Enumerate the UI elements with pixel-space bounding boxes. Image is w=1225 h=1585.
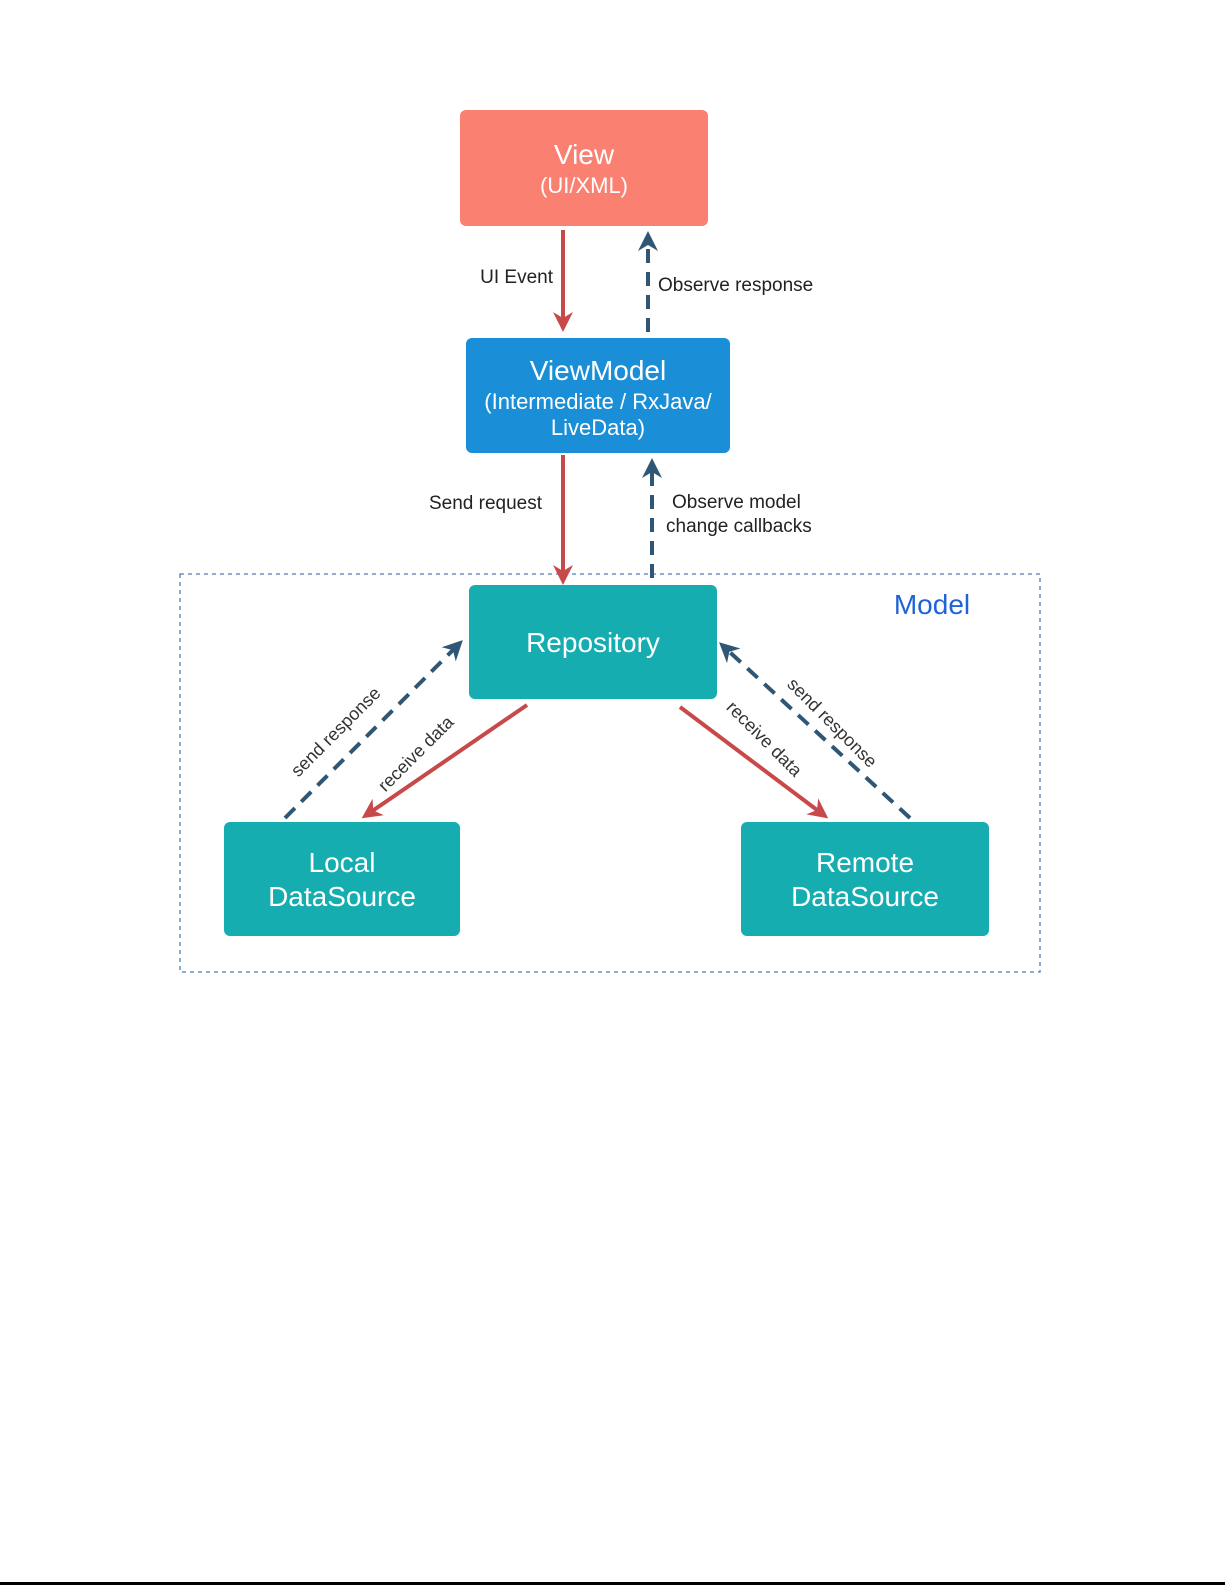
viewmodel-subtitle-line1: (Intermediate / RxJava/	[484, 389, 712, 414]
viewmodel-title: ViewModel	[530, 355, 666, 386]
view-subtitle: (UI/XML)	[540, 173, 628, 198]
local-datasource-line2: DataSource	[268, 881, 416, 912]
edge-send-request: Send request	[429, 455, 563, 581]
local-datasource-line1: Local	[309, 847, 376, 878]
model-group-label: Model	[894, 589, 970, 620]
edge-remote-receive-data: receive data	[680, 697, 825, 816]
node-viewmodel: ViewModel (Intermediate / RxJava/ LiveDa…	[466, 338, 730, 453]
edge-observe-response: Observe response	[648, 235, 813, 332]
edge-local-receive-data: receive data	[365, 705, 527, 816]
repository-title: Repository	[526, 627, 660, 658]
remote-datasource-box	[741, 822, 989, 936]
remote-datasource-line2: DataSource	[791, 881, 939, 912]
node-view: View (UI/XML)	[460, 110, 708, 226]
ui-event-label: UI Event	[480, 267, 554, 288]
edge-observe-model: Observe model change callbacks	[652, 462, 812, 578]
node-remote-datasource: Remote DataSource	[741, 822, 989, 936]
edge-ui-event: UI Event	[480, 230, 563, 328]
view-title: View	[554, 139, 615, 170]
node-repository: Repository	[469, 585, 717, 699]
viewmodel-subtitle-line2: LiveData)	[551, 415, 645, 440]
node-local-datasource: Local DataSource	[224, 822, 460, 936]
remote-send-response-label: send response	[783, 674, 881, 772]
send-request-label: Send request	[429, 493, 543, 514]
remote-datasource-line1: Remote	[816, 847, 914, 878]
local-datasource-box	[224, 822, 460, 936]
observe-model-label-line1: Observe model	[672, 492, 801, 513]
observe-model-label-line2: change callbacks	[666, 516, 812, 537]
observe-response-label: Observe response	[658, 275, 813, 296]
